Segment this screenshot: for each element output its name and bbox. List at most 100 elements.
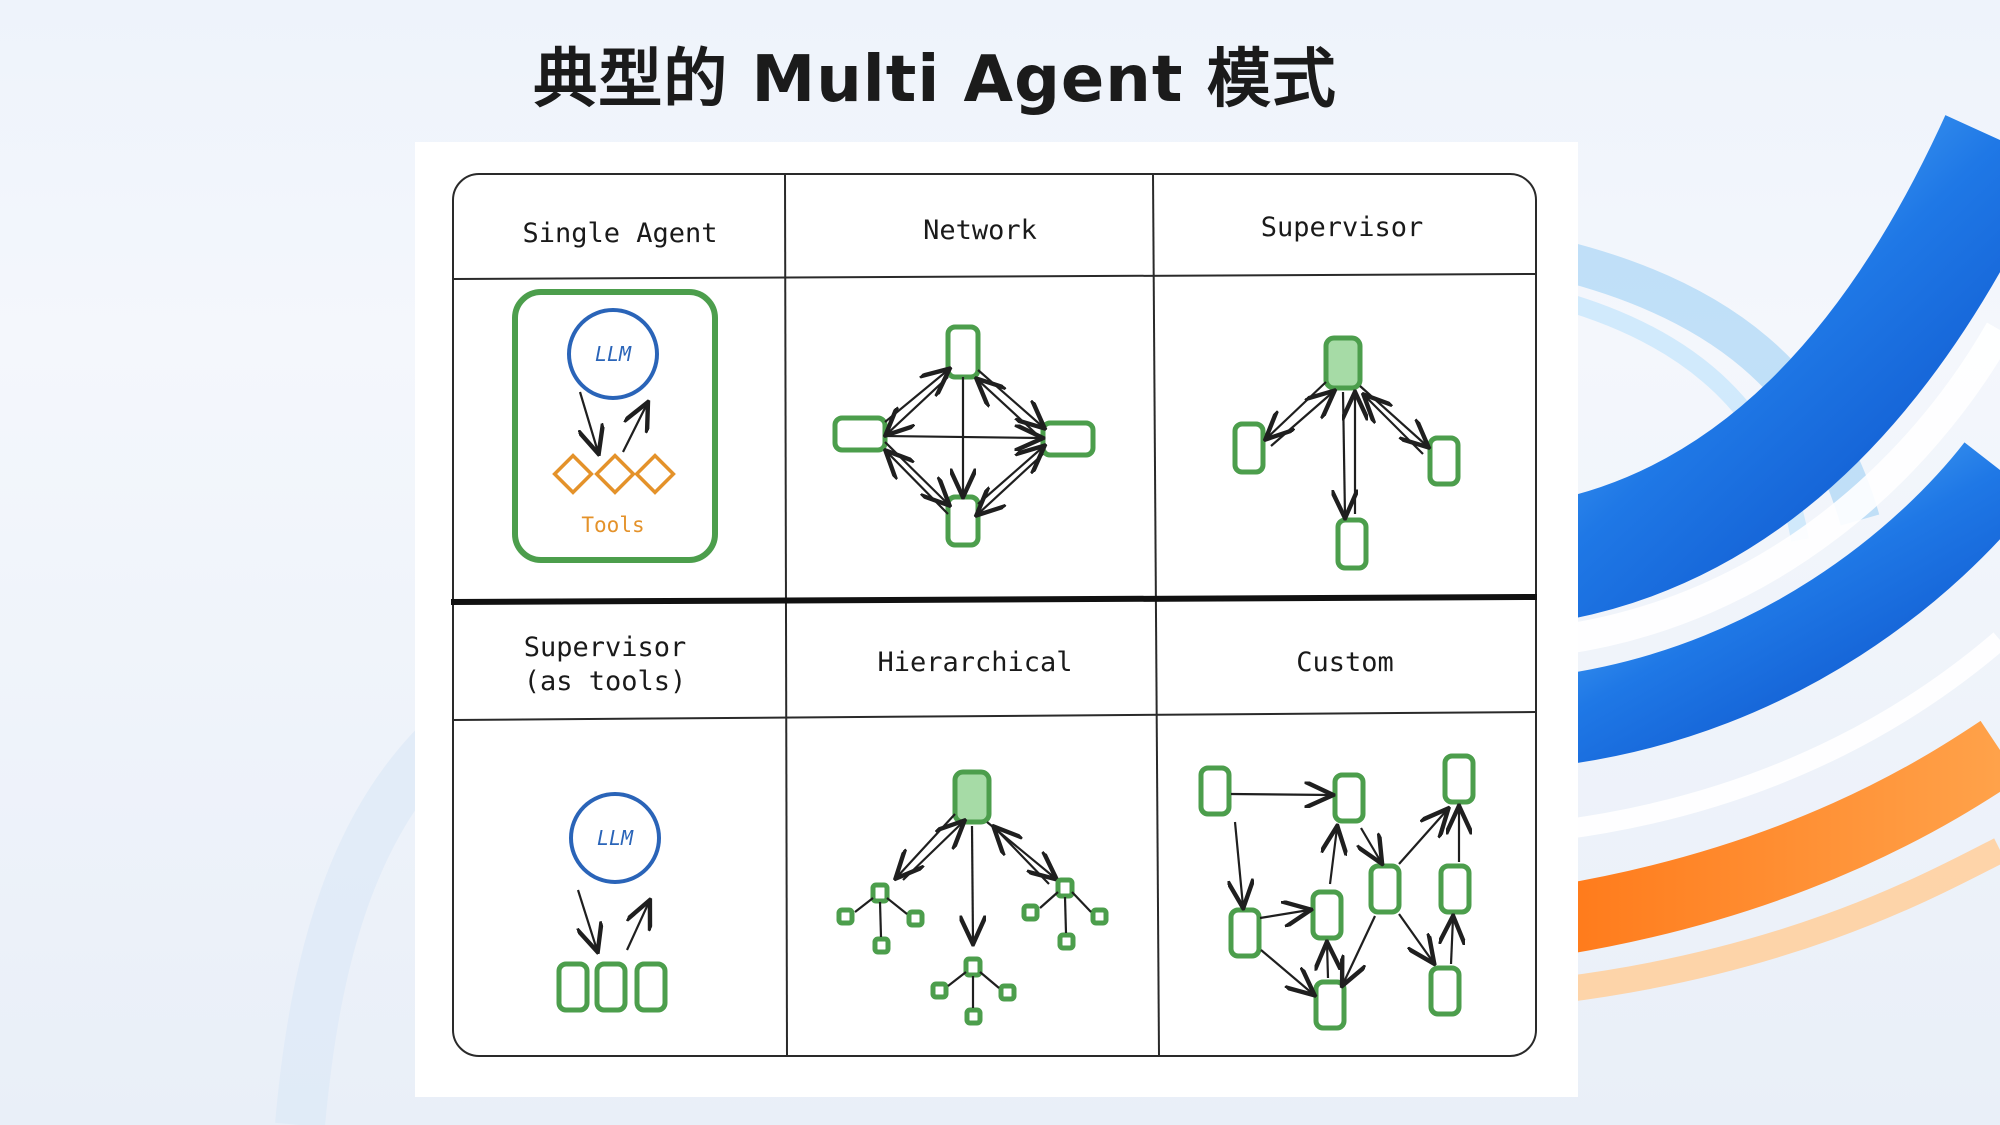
- row-divider: [450, 594, 1538, 605]
- tools-label: Tools: [581, 513, 644, 537]
- sub-edge: [886, 897, 908, 915]
- sub-team-left: [836, 882, 925, 955]
- sub-worker-node: [872, 936, 891, 955]
- sub-worker-node: [906, 909, 925, 928]
- label-custom: Custom: [1296, 647, 1394, 678]
- custom-node: [1332, 772, 1366, 824]
- network-node-bottom: [945, 494, 981, 548]
- custom-node: [1313, 979, 1347, 1031]
- sub-supervisor-node: [1055, 877, 1075, 899]
- diagram-panel: Single Agent Network Supervisor Supervis…: [415, 142, 1578, 1097]
- custom-edge: [1259, 910, 1309, 918]
- hierarchy-edge: [897, 813, 956, 877]
- custom-node: [1198, 765, 1232, 817]
- sub-edge: [854, 897, 874, 913]
- sub-worker-node: [998, 983, 1017, 1002]
- custom-edge: [1398, 810, 1447, 865]
- custom-node: [1228, 907, 1262, 959]
- supervisor-edge: [1270, 392, 1333, 447]
- column-divider-2: [1152, 173, 1160, 1057]
- sub-edge: [947, 971, 967, 987]
- network-node-right: [1040, 420, 1096, 458]
- tool-diamond-2: [594, 453, 636, 495]
- label-supervisor-as-tools-line2: (as tools): [524, 666, 687, 697]
- worker-node-left: [1232, 421, 1266, 475]
- sub-edge: [1039, 891, 1059, 909]
- sub-edge: [1071, 891, 1092, 913]
- sub-supervisor-node: [963, 956, 983, 978]
- network-edge: [887, 376, 949, 434]
- network-edge: [977, 369, 1043, 427]
- worker-node-bottom: [1335, 517, 1369, 571]
- hierarchical-diagram: [836, 769, 1109, 1026]
- custom-node: [1310, 889, 1344, 941]
- custom-edge: [1260, 949, 1313, 994]
- page-title: 典型的 Multi Agent 模式: [533, 43, 1337, 117]
- llm-label: LLM: [595, 342, 632, 366]
- edge-llm-to-tools: [580, 391, 598, 452]
- single-agent-boundary: [512, 289, 718, 563]
- network-edge: [887, 452, 949, 515]
- edge-agents-to-llm: [626, 902, 649, 951]
- label-supervisor: Supervisor: [1261, 212, 1424, 243]
- network-node-top: [945, 324, 981, 380]
- sub-worker-node: [1057, 932, 1076, 951]
- hierarchy-edge: [995, 828, 1050, 885]
- tool-diamond-3: [634, 453, 676, 495]
- top-supervisor-node: [952, 769, 992, 825]
- custom-node: [1428, 965, 1462, 1017]
- multi-agent-diagram: Single Agent Network Supervisor Supervis…: [450, 173, 1538, 1057]
- hierarchy-edge: [902, 822, 963, 881]
- agent-tool-node-3: [634, 961, 668, 1013]
- sub-team-right: [1021, 877, 1109, 951]
- sub-worker-node: [964, 1007, 983, 1026]
- custom-node: [1442, 753, 1476, 805]
- supervisor-edge: [1267, 381, 1327, 438]
- sub-worker-node: [836, 907, 855, 926]
- network-node-left: [832, 415, 888, 453]
- custom-edge: [1451, 918, 1453, 965]
- network-edge: [884, 370, 948, 423]
- sub-worker-node: [1090, 907, 1109, 926]
- single-agent-diagram: LLM Tools: [512, 289, 718, 563]
- edge-tools-to-llm: [622, 404, 647, 453]
- sub-team-middle: [930, 956, 1017, 1026]
- worker-node-right: [1427, 435, 1461, 487]
- label-supervisor-as-tools-line1: Supervisor: [524, 632, 687, 663]
- supervisor-edge: [1359, 385, 1427, 446]
- sub-supervisor-node: [870, 882, 890, 904]
- custom-edge: [1343, 915, 1376, 984]
- tool-diamond-1: [552, 453, 594, 495]
- label-hierarchical: Hierarchical: [877, 647, 1072, 678]
- header-rule-top: [452, 273, 1537, 280]
- network-diagram: [832, 324, 1096, 548]
- custom-edge: [1330, 828, 1337, 885]
- supervisor-diagram: [1232, 335, 1461, 571]
- sub-edge: [1063, 896, 1068, 934]
- custom-edge: [1327, 944, 1328, 979]
- custom-edge: [1398, 913, 1433, 962]
- supervisor-edge: [1343, 391, 1345, 516]
- header-rule-bottom: [452, 711, 1537, 721]
- supervisor-node: [1323, 335, 1363, 391]
- llm-node: [569, 792, 661, 884]
- network-edge: [978, 380, 1044, 441]
- custom-edge: [1361, 827, 1381, 862]
- sub-edge: [878, 901, 883, 938]
- network-edge: [884, 441, 948, 504]
- llm-node: [567, 308, 659, 400]
- supervisor-edge: [1365, 396, 1424, 455]
- table-frame: [452, 173, 1537, 1057]
- custom-edge: [1230, 794, 1331, 795]
- label-single-agent: Single Agent: [522, 218, 717, 249]
- hierarchy-edge: [972, 825, 973, 942]
- supervisor-as-tools-diagram: LLM: [556, 792, 668, 1013]
- sub-worker-node: [1021, 903, 1040, 922]
- network-edge: [978, 453, 1044, 514]
- custom-node: [1438, 863, 1472, 915]
- label-network: Network: [923, 215, 1037, 246]
- custom-diagram: [1198, 753, 1476, 1031]
- agent-tool-node-2: [594, 961, 628, 1013]
- network-edge: [977, 447, 1043, 505]
